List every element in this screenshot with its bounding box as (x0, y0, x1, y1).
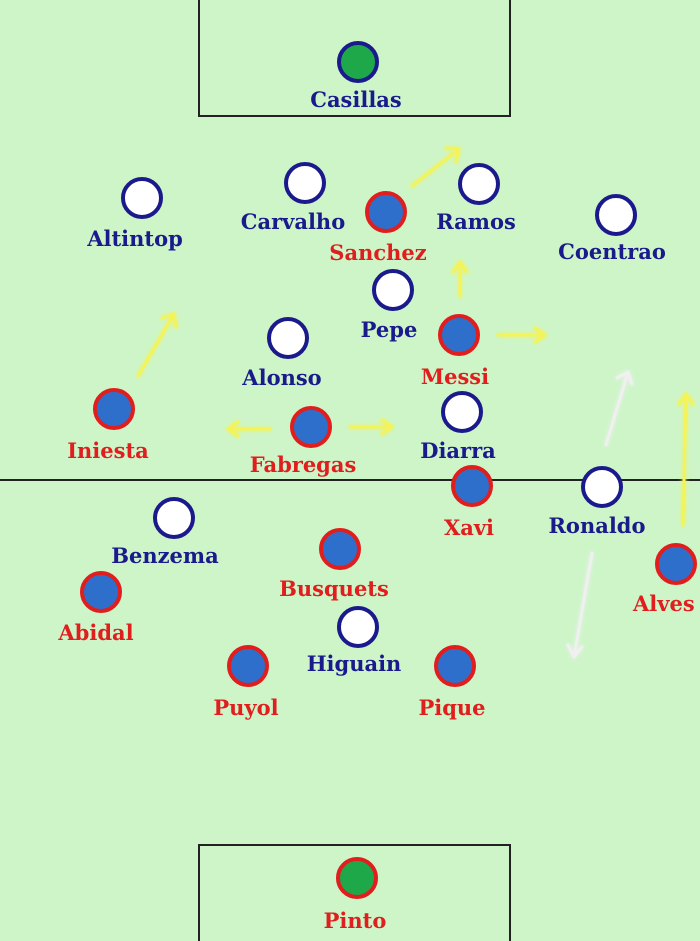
token-diarra (441, 391, 483, 433)
token-busquets (319, 528, 361, 570)
label-iniesta: Iniesta (67, 438, 149, 463)
movement-arrows (136, 146, 695, 659)
label-ronaldo: Ronaldo (548, 513, 645, 538)
label-carvalho: Carvalho (241, 209, 345, 234)
label-puyol: Puyol (213, 695, 278, 720)
token-ronaldo (581, 466, 623, 508)
token-benzema (153, 497, 195, 539)
token-xavi (451, 465, 493, 507)
player-labels: Casillas Altintop Carvalho Ramos Coentra… (57, 87, 694, 933)
arrow-alves-up (677, 392, 695, 527)
arrow-messi-right (496, 326, 547, 344)
player-tokens (80, 41, 697, 899)
arrow-sanchez-up (451, 260, 469, 298)
label-alonso: Alonso (241, 365, 321, 390)
label-benzema: Benzema (111, 543, 219, 568)
label-busquets: Busquets (279, 576, 389, 601)
label-pique: Pique (418, 695, 485, 720)
arrow-sanchez-run (410, 146, 461, 188)
token-higuain (337, 606, 379, 648)
arrow-ronaldo-down (566, 551, 594, 659)
label-abidal: Abidal (57, 620, 133, 645)
token-pinto (336, 857, 378, 899)
arrow-fabregas-left (226, 420, 272, 438)
token-sanchez (365, 191, 407, 233)
token-pepe (372, 269, 414, 311)
label-casillas: Casillas (310, 87, 402, 112)
top-penalty-box (198, 0, 511, 117)
token-carvalho (284, 162, 326, 204)
token-ramos (458, 163, 500, 205)
token-fabregas (290, 406, 332, 448)
label-messi: Messi (421, 364, 489, 389)
label-sanchez: Sanchez (329, 240, 426, 265)
token-casillas (337, 41, 379, 83)
token-coentrao (595, 194, 637, 236)
arrow-fabregas-right (348, 418, 394, 436)
token-messi (438, 314, 480, 356)
token-abidal (80, 571, 122, 613)
token-puyol (227, 645, 269, 687)
label-diarra: Diarra (420, 438, 496, 463)
arrow-ronaldo-up (604, 370, 634, 447)
label-pepe: Pepe (361, 317, 418, 342)
label-coentrao: Coentrao (558, 239, 666, 264)
label-alves: Alves (632, 591, 695, 616)
label-altintop: Altintop (86, 226, 183, 251)
token-alves (655, 543, 697, 585)
label-ramos: Ramos (436, 209, 516, 234)
label-higuain: Higuain (307, 651, 402, 676)
token-altintop (121, 177, 163, 219)
label-pinto: Pinto (324, 908, 387, 933)
label-fabregas: Fabregas (250, 452, 357, 477)
arrow-iniesta-run (136, 312, 178, 378)
bottom-penalty-box (198, 844, 511, 941)
token-iniesta (93, 388, 135, 430)
token-alonso (267, 317, 309, 359)
label-xavi: Xavi (444, 515, 494, 540)
token-pique (434, 645, 476, 687)
